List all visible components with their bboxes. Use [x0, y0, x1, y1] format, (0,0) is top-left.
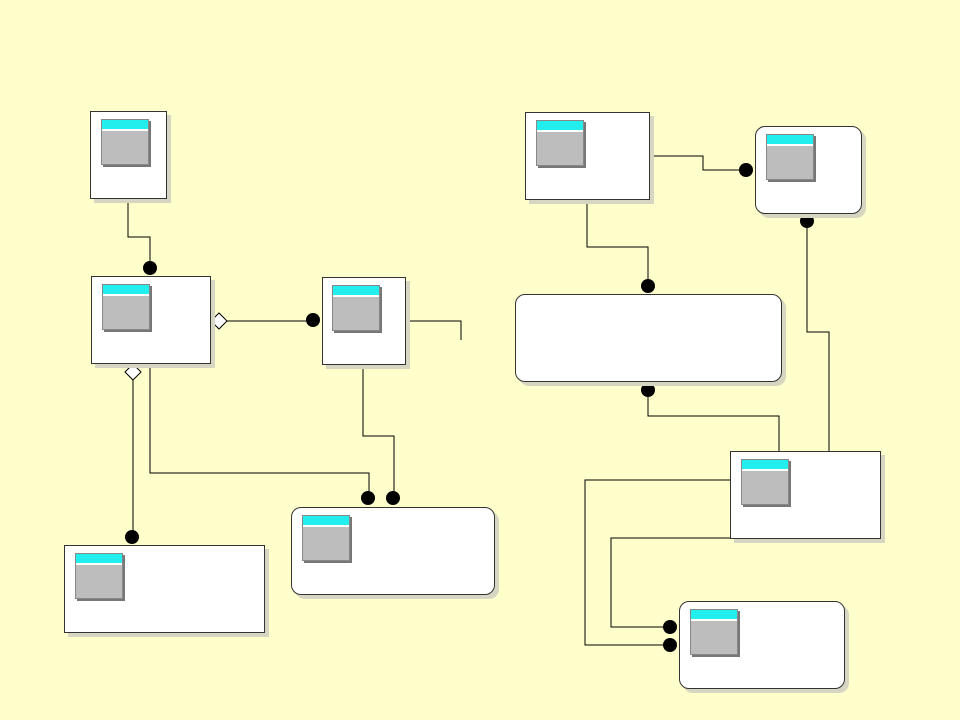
- table-icon: [75, 553, 123, 599]
- entity-j[interactable]: [679, 601, 845, 689]
- table-icon: [741, 459, 789, 505]
- relationship-line-b-e: [149, 364, 370, 498]
- relationship-end-dot: [306, 313, 320, 327]
- table-icon: [536, 120, 584, 166]
- relationship-end-dot: [641, 383, 655, 397]
- relationship-end-dot: [125, 530, 139, 544]
- entity-i[interactable]: [730, 451, 881, 539]
- relationship-end-dot: [663, 638, 677, 652]
- relationship-line-a-b: [127, 198, 151, 268]
- relationship-end-dot: [143, 261, 157, 275]
- relationship-end-dot: [386, 491, 400, 505]
- relationship-line-c-stub: [406, 320, 462, 340]
- relationship-line-i-g: [806, 221, 830, 451]
- entity-d[interactable]: [64, 545, 265, 633]
- table-icon: [102, 284, 150, 330]
- relationship-diamond: [210, 312, 228, 330]
- relationship-end-dot: [739, 163, 753, 177]
- entity-h[interactable]: [515, 294, 782, 382]
- relationship-line-f-h: [586, 200, 649, 286]
- relationship-end-dot: [800, 214, 814, 228]
- relationship-line-i-h: [647, 390, 780, 451]
- table-icon: [332, 285, 380, 331]
- relationship-diamond: [124, 363, 142, 381]
- table-icon: [766, 134, 814, 180]
- table-icon: [101, 119, 149, 165]
- relationship-end-dot: [361, 491, 375, 505]
- entity-a[interactable]: [90, 111, 167, 199]
- entity-b[interactable]: [91, 276, 211, 364]
- table-icon: [302, 515, 350, 561]
- entity-c[interactable]: [322, 277, 406, 365]
- relationship-line-c-e: [362, 366, 395, 498]
- relationship-end-dot: [663, 620, 677, 634]
- table-icon: [690, 609, 738, 655]
- relationship-line-f-g: [650, 155, 746, 171]
- entity-f[interactable]: [525, 112, 650, 200]
- relationship-line-i-j-1: [610, 537, 731, 628]
- relationship-line-i-j-2: [584, 479, 731, 646]
- entity-g[interactable]: [755, 126, 862, 214]
- relationship-end-dot: [641, 279, 655, 293]
- entity-e[interactable]: [291, 507, 495, 595]
